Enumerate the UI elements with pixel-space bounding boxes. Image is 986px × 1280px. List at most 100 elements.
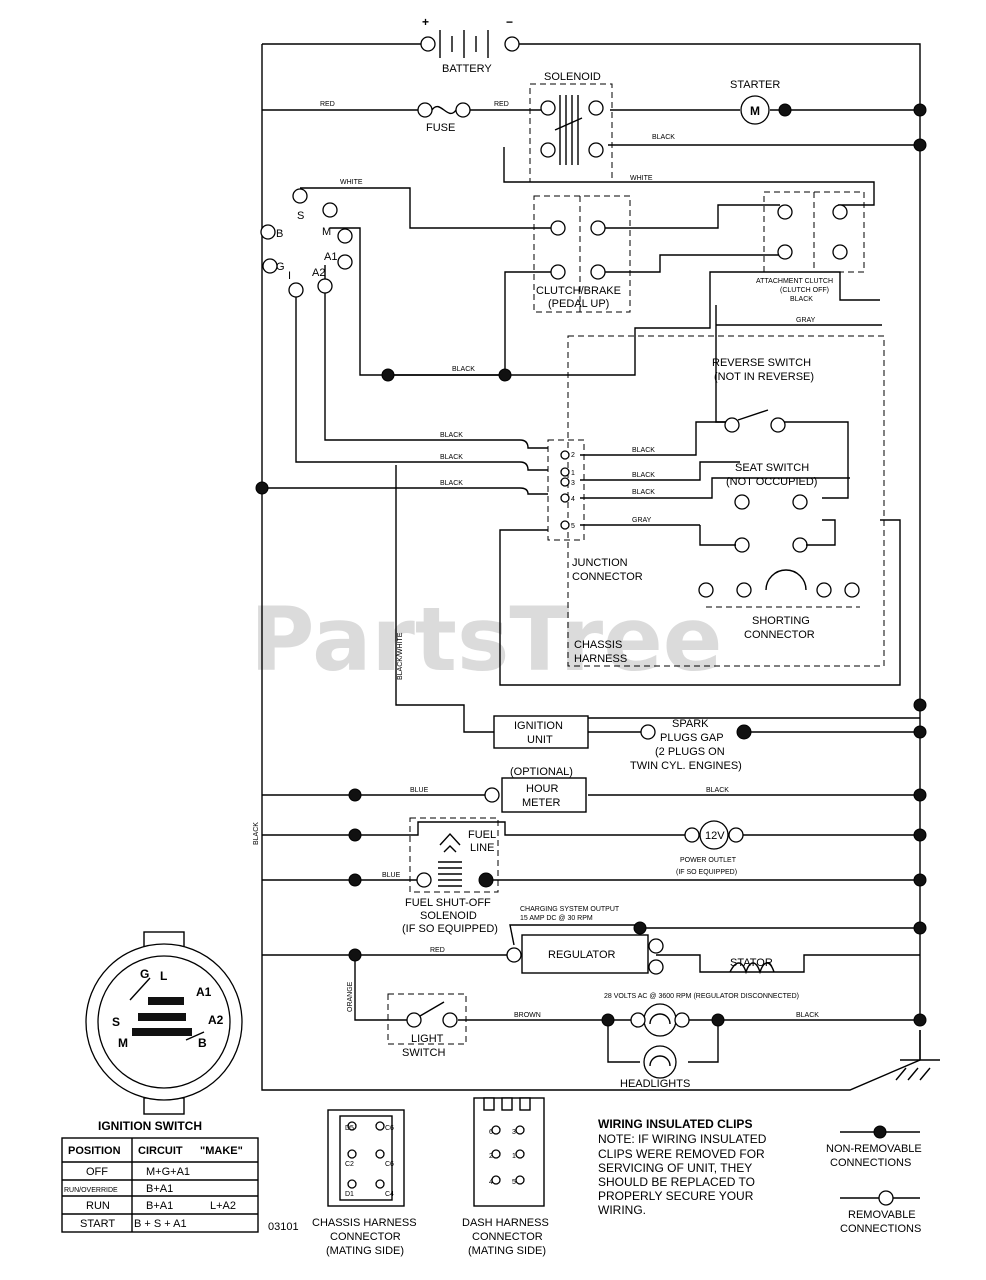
junction-connector-label-2: CONNECTOR <box>572 571 643 583</box>
ignition-unit: IGNITION UNIT <box>493 715 589 749</box>
dash-connector-caption-2: CONNECTOR <box>472 1231 543 1243</box>
terminal-s-label: S <box>297 210 304 222</box>
shorting-connector-label-1: SHORTING <box>752 615 810 627</box>
wire-label-white-1: WHITE <box>630 175 653 182</box>
fuel-shutoff-solenoid: FUEL LINE FUEL SHUT-OFF SOLENOID (IF SO … <box>402 817 499 935</box>
wire-labels: RED RED BLACK WHITE WHITE BLACK GRAY BLA… <box>253 101 819 1019</box>
fuse-label: FUSE <box>426 122 455 134</box>
spark-plugs-label-1: SPARK <box>672 718 709 730</box>
table-header-circuit: CIRCUIT <box>138 1145 183 1157</box>
wire-label-black-left: BLACK <box>253 822 260 845</box>
wire-label-brown: BROWN <box>514 1012 541 1019</box>
junction-pin-4: 4 <box>571 496 575 503</box>
battery-label: BATTERY <box>442 63 492 75</box>
ignition-switch-title: IGNITION SWITCH <box>98 1119 202 1133</box>
terminal-b-label: B <box>276 228 283 240</box>
dash-pin-1: 6 <box>489 1129 493 1136</box>
wire-label-black-6: BLACK <box>440 480 463 487</box>
battery-plus: + <box>422 15 429 29</box>
wire-label-orange: ORANGE <box>347 981 354 1012</box>
watermark: PartsTree <box>250 588 722 691</box>
charging-output-label-1: CHARGING SYSTEM OUTPUT <box>520 906 620 913</box>
chassis-pin-2: C6 <box>385 1125 394 1132</box>
hour-meter-label-1: HOUR <box>526 783 558 795</box>
note-line-6: WIRING. <box>598 1203 646 1217</box>
stator-label: STATOR <box>730 957 773 969</box>
junction-pin-1: 1 <box>571 470 575 477</box>
fixed-connections <box>255 103 927 1027</box>
dash-pin-4: 1 <box>512 1153 516 1160</box>
wire-label-black-1: BLACK <box>652 134 675 141</box>
switch-face-a2: A2 <box>208 1013 224 1027</box>
chassis-pin-5: D1 <box>345 1191 354 1198</box>
shorting-connector-label-2: CONNECTOR <box>744 629 815 641</box>
battery-minus: − <box>506 15 513 29</box>
clutch-brake-label-2: (PEDAL UP) <box>548 298 609 310</box>
table-header-make: "MAKE" <box>200 1145 243 1157</box>
table-row-run-extra: L+A2 <box>210 1200 236 1212</box>
regulator-label: REGULATOR <box>548 949 615 961</box>
dash-harness-connector: 6 3 2 1 4 5 DASH HARNESS CONNECTOR (MATI… <box>462 1097 549 1257</box>
charging-output-label-2: 15 AMP DC @ 30 RPM <box>520 915 593 922</box>
dash-pin-3: 2 <box>489 1153 493 1160</box>
attachment-clutch-label-2: (CLUTCH OFF) <box>780 287 829 294</box>
table-row-start-circuit: B + S + A1 <box>134 1218 187 1230</box>
note-line-2: CLIPS WERE REMOVED FOR <box>598 1147 765 1161</box>
wire-label-black-8: BLACK <box>632 472 655 479</box>
terminal-m-label: M <box>322 226 331 238</box>
spark-plugs-label-3: (2 PLUGS ON <box>655 746 725 758</box>
note-line-3: SERVICING OF UNIT, THEY <box>598 1161 752 1175</box>
fuel-line-label-2: LINE <box>470 842 494 854</box>
dash-pin-2: 3 <box>512 1129 516 1136</box>
hour-meter-optional: (OPTIONAL) <box>510 766 573 778</box>
power-outlet-symbol: 12V <box>705 830 725 842</box>
wire-label-black-2: BLACK <box>790 296 813 303</box>
wire-label-gray-2: GRAY <box>632 517 652 524</box>
wire-label-black-3: BLACK <box>452 366 475 373</box>
terminal-g-label: G <box>276 261 285 273</box>
wire-label-red-2: RED <box>494 101 509 108</box>
headlights-label: HEADLIGHTS <box>620 1078 690 1090</box>
starter-label: STARTER <box>730 79 780 91</box>
attachment-clutch-switch: ATTACHMENT CLUTCH (CLUTCH OFF) <box>756 191 865 294</box>
chassis-connector-caption-2: CONNECTOR <box>330 1231 401 1243</box>
legend: NON-REMOVABLE CONNECTIONS REMOVABLE CONN… <box>826 1125 922 1235</box>
safety-switch-group: REVERSE SWITCH (NOT IN REVERSE) SEAT SWI… <box>567 335 885 667</box>
regulator: REGULATOR CHARGING SYSTEM OUTPUT 15 AMP … <box>506 906 664 975</box>
table-row-off-circuit: M+G+A1 <box>146 1166 190 1178</box>
solenoid-label: SOLENOID <box>544 71 601 83</box>
legend-removable-1: REMOVABLE <box>848 1209 916 1221</box>
power-outlet-label-1: POWER OUTLET <box>680 857 737 864</box>
starter-symbol: M <box>750 104 760 118</box>
chassis-connector-caption-3: (MATING SIDE) <box>326 1245 404 1257</box>
clutch-brake-label-1: CLUTCH/BRAKE <box>536 285 621 297</box>
terminal-a1-label: A1 <box>324 251 337 263</box>
ignition-terminals: S M A1 A2 I G B <box>260 188 353 298</box>
wire-label-red-1: RED <box>320 101 335 108</box>
chassis-harness-label-2: HARNESS <box>574 653 627 665</box>
legend-non-removable-2: CONNECTIONS <box>830 1157 911 1169</box>
note-line-5: PROPERLY SECURE YOUR <box>598 1189 754 1203</box>
fuel-solenoid-label-2: SOLENOID <box>420 910 477 922</box>
light-switch-label-1: LIGHT <box>411 1033 444 1045</box>
junction-pin-3: 3 <box>571 480 575 487</box>
fuel-solenoid-label-1: FUEL SHUT-OFF <box>405 897 491 909</box>
reverse-switch-label-2: (NOT IN REVERSE) <box>714 371 814 383</box>
dash-pin-6: 5 <box>512 1179 516 1186</box>
junction-connector-label-1: JUNCTION <box>572 557 628 569</box>
ignition-unit-label-2: UNIT <box>527 734 553 746</box>
switch-face-m: M <box>118 1036 128 1050</box>
fuel-line-label-1: FUEL <box>468 829 496 841</box>
wire-label-black-5: BLACK <box>440 454 463 461</box>
note-line-4: SHOULD BE REPLACED TO <box>598 1175 755 1189</box>
wiring-clips-note: WIRING INSULATED CLIPS NOTE: IF WIRING I… <box>598 1117 767 1217</box>
switch-face-l: L <box>160 969 167 983</box>
table-row-run-circuit: B+A1 <box>146 1200 173 1212</box>
clutch-brake-switch: CLUTCH/BRAKE (PEDAL UP) <box>533 195 631 313</box>
terminal-i-label: I <box>288 270 291 282</box>
power-outlet: 12V POWER OUTLET (IF SO EQUIPPED) <box>676 820 744 876</box>
chassis-harness-label-1: CHASSIS <box>574 639 622 651</box>
table-row-override-position: RUN/OVERRIDE <box>64 1187 118 1194</box>
frame-wires <box>261 43 940 1091</box>
